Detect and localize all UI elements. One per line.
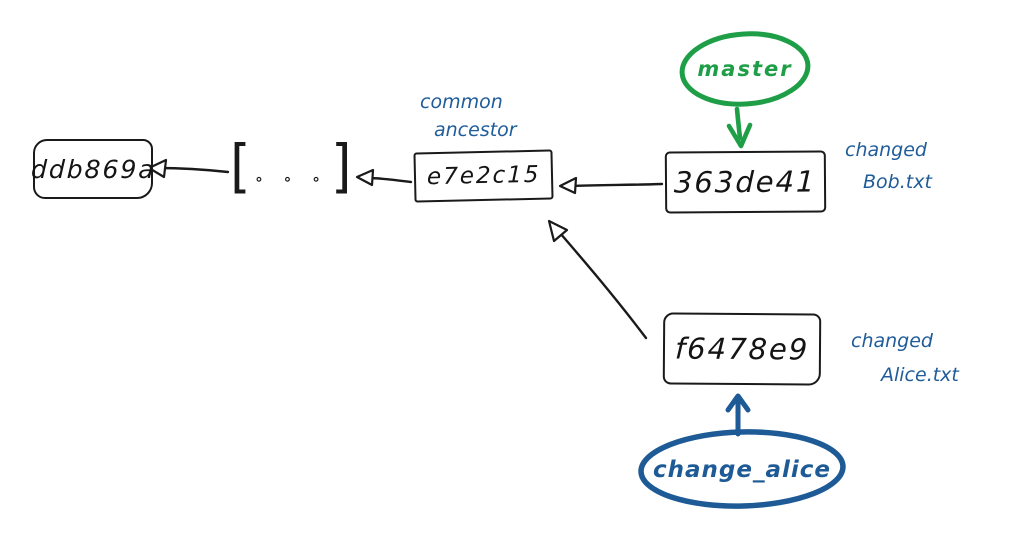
arrow-ellipsis-to-ddb869a: [147, 158, 230, 179]
commit-hash: 363de41: [673, 164, 818, 200]
ellipsis-dots: ∘ ∘ ∘: [254, 170, 328, 188]
changed-alice-note: changed Alice.txt: [851, 324, 959, 392]
change-alice-branch-oval: [638, 429, 846, 509]
arrowhead-left-icon: [558, 176, 578, 195]
commit-node-e7e2c15: e7e2c15: [413, 149, 554, 203]
commit-hash: e7e2c15: [426, 161, 541, 191]
change-alice-arrow-up: [725, 393, 751, 437]
note-line2: Bob.txt: [863, 171, 932, 193]
commit-node-363de41: 363de41: [664, 150, 827, 214]
branch-name: master: [697, 57, 793, 81]
arrow-363de41-to-e7e2c15: [558, 176, 664, 195]
commit-node-ellipsis: [ ∘ ∘ ∘ ]: [229, 134, 353, 198]
note-line1: changed: [845, 139, 927, 161]
commit-hash: f6478e9: [674, 331, 810, 367]
master-branch-label: master: [683, 34, 807, 104]
note-line1: changed: [851, 330, 933, 352]
master-branch-oval: [679, 31, 811, 107]
arrowhead-upleft-icon: [547, 219, 569, 243]
commit-node-ddb869a: ddb869a: [30, 139, 156, 199]
arrowhead-up-icon: [725, 393, 751, 413]
note-line1: common: [420, 91, 503, 113]
close-bracket: ]: [331, 132, 352, 200]
branch-name: change_alice: [653, 456, 831, 483]
commit-node-f6478e9: f6478e9: [662, 312, 822, 386]
commit-hash: ddb869a: [30, 154, 156, 184]
common-ancestor-note: common ancestor: [420, 88, 517, 144]
open-bracket: [: [230, 132, 251, 200]
arrowhead-left-icon: [355, 168, 375, 187]
arrow-e7e2c15-to-ellipsis: [355, 168, 413, 187]
master-arrow-down: [726, 106, 753, 149]
note-line2: ancestor: [434, 119, 517, 141]
arrowhead-down-icon: [726, 122, 753, 149]
change-alice-branch-label: change_alice: [642, 432, 842, 507]
arrow-f6478e9-to-e7e2c15: [547, 219, 648, 340]
changed-bob-note: changed Bob.txt: [845, 134, 932, 198]
arrowhead-left-icon: [147, 158, 168, 179]
note-line2: Alice.txt: [881, 364, 959, 386]
